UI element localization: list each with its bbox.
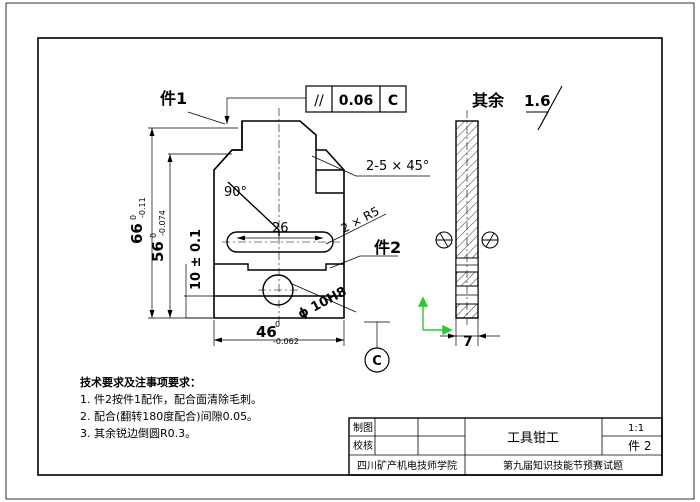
datum-c-circle — [364, 347, 390, 373]
dim-56-tol: -0.074 — [158, 210, 167, 236]
sheet-trim-border — [5, 2, 695, 500]
tolerance-datum: C — [388, 93, 398, 109]
dim-7-arrows — [448, 333, 486, 339]
school-name: 四川矿产机电技师学院 — [357, 459, 457, 472]
dim-7-label: 7 — [463, 334, 473, 350]
v-notch — [227, 181, 280, 236]
title-block — [348, 417, 663, 476]
part2-step — [214, 263, 344, 271]
centerline-horizontal — [222, 241, 340, 291]
part-name: 工具钳工 — [507, 431, 559, 446]
radius-label: 2 × R5 — [339, 204, 382, 236]
datum-c-label: C — [372, 354, 382, 369]
roughness-symbol — [526, 85, 563, 131]
checked-by-label: 校核 — [353, 439, 373, 452]
event-name: 第九届知识技能节预赛试题 — [503, 459, 623, 472]
dim-10-label: 10 ± 0.1 — [189, 229, 204, 290]
dim-56-upper: 0 — [149, 233, 158, 238]
dim-56-label: 56 — [149, 241, 167, 262]
drawn-by-label: 制图 — [353, 421, 373, 434]
dim-46-tol: -0.062 — [273, 337, 299, 346]
rest-label: 其余 — [472, 91, 505, 110]
slot — [226, 231, 334, 253]
notes-title: 技术要求及注事项要求： — [80, 376, 201, 389]
part2-label: 件2 — [374, 238, 401, 257]
technical-notes: 技术要求及注事项要求： 1. 件2按件1配作，配合面清除毛刺。 2. 配合(翻转… — [80, 374, 262, 442]
dim-46-upper: 0 — [275, 320, 280, 329]
dim-26-label: 26 — [272, 221, 289, 236]
dimensions — [148, 97, 430, 348]
dim-66-upper: 0 — [129, 215, 138, 220]
chamfer-label: 2-5 × 45° — [366, 159, 429, 174]
note-item: 1. 件2按件1配作，配合面清除毛刺。 — [80, 393, 262, 406]
dim-46-label: 46 — [256, 323, 277, 341]
tolerance-symbol: // — [314, 93, 324, 109]
dim-66-tol: -0.11 — [138, 197, 147, 218]
part-no: 件 2 — [628, 439, 651, 453]
dim-66-label: 66 — [128, 223, 146, 244]
hole-label: ϕ 10H8 — [296, 284, 350, 322]
tolerance-frame — [305, 85, 407, 113]
angle-label: 90° — [224, 185, 247, 200]
note-item: 2. 配合(翻转180度配合)间隙0.05。 — [80, 410, 259, 423]
scale: 1:1 — [628, 423, 644, 434]
main-view — [213, 108, 345, 322]
tolerance-value: 0.06 — [339, 93, 374, 109]
part1-label: 件1 — [160, 89, 187, 108]
roughness-value: 1.6 — [524, 92, 551, 110]
arrowheads — [149, 116, 344, 343]
side-view — [435, 110, 500, 346]
axis-indicator — [417, 296, 453, 336]
part1-outline — [213, 121, 344, 194]
note-item: 3. 其余锐边倒圆R0.3。 — [80, 427, 197, 440]
